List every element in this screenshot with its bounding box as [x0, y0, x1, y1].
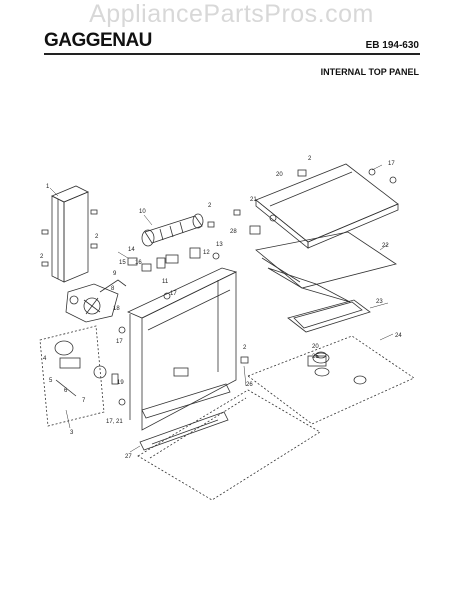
part-hinge-clip [111, 373, 119, 385]
part-floor-panel [137, 389, 321, 501]
callout-12: 12 [203, 250, 210, 256]
callout-3: 3 [70, 430, 74, 436]
callout-13: 13 [216, 242, 223, 248]
callout-19: 19 [117, 380, 124, 386]
callout-26: 26 [246, 382, 253, 388]
watermark: AppliancePartsPros.com [89, 0, 374, 28]
callout-17c: 17 [388, 161, 395, 167]
part-frame-rails [139, 383, 231, 451]
callout-2c: 2 [208, 203, 212, 209]
callout-23: 23 [376, 299, 383, 305]
section-title: INTERNAL TOP PANEL [320, 67, 419, 77]
callout-20b: 20 [312, 344, 319, 350]
header-rule [44, 53, 420, 55]
model-number: EB 194-630 [365, 40, 419, 51]
part-top-cover-panel [255, 163, 399, 249]
brand-logo: GAGGENAU [44, 30, 152, 51]
callout-27: 27 [125, 454, 132, 460]
callout-21: 21 [250, 197, 257, 203]
callout-11: 11 [162, 279, 169, 285]
part-clip-2e [240, 356, 249, 364]
part-blower-motor [65, 279, 127, 323]
part-motor-cover-assembly [39, 325, 107, 427]
callout-20a: 20 [276, 172, 283, 178]
callout-28: 28 [230, 229, 237, 235]
callout-15: 15 [119, 260, 126, 266]
callout-18: 18 [113, 306, 120, 312]
callout-17b: 17 [116, 339, 123, 345]
callout-2a: 2 [40, 254, 44, 260]
callout-2d: 2 [308, 156, 312, 162]
callout-25: 25 [312, 354, 319, 360]
part-screws [118, 168, 397, 406]
callout-labels: 1 2 2 2 2 2 3 4 5 6 7 8 9 10 11 12 13 14… [40, 156, 402, 460]
callout-16: 16 [135, 260, 142, 266]
part-small-brackets [127, 169, 307, 272]
callout-2b: 2 [95, 234, 99, 240]
callout-1: 1 [46, 184, 50, 190]
callout-10: 10 [139, 209, 146, 215]
callout-22: 22 [382, 243, 389, 249]
part-round-vent [312, 351, 330, 364]
part-back-panel-frame [127, 267, 238, 431]
part-baffle-sheet [255, 231, 397, 303]
callout-4: 4 [43, 356, 47, 362]
callout-17a: 17 [170, 291, 177, 297]
part-duct-column [41, 185, 98, 283]
callout-5: 5 [49, 378, 53, 384]
callout-9: 9 [113, 271, 117, 277]
part-filter-tray [287, 299, 371, 333]
callout-6: 6 [64, 388, 68, 394]
callout-8: 8 [111, 286, 115, 292]
part-bracket-28 [249, 225, 261, 235]
callout-17-21: 17, 21 [106, 419, 123, 425]
part-cross-flow-fan [141, 213, 204, 247]
callout-leaders [49, 164, 394, 453]
callout-2e: 2 [243, 345, 247, 351]
callout-14: 14 [128, 247, 135, 253]
callout-7: 7 [82, 398, 86, 404]
callout-24: 24 [395, 333, 402, 339]
part-base-plate [247, 335, 415, 425]
